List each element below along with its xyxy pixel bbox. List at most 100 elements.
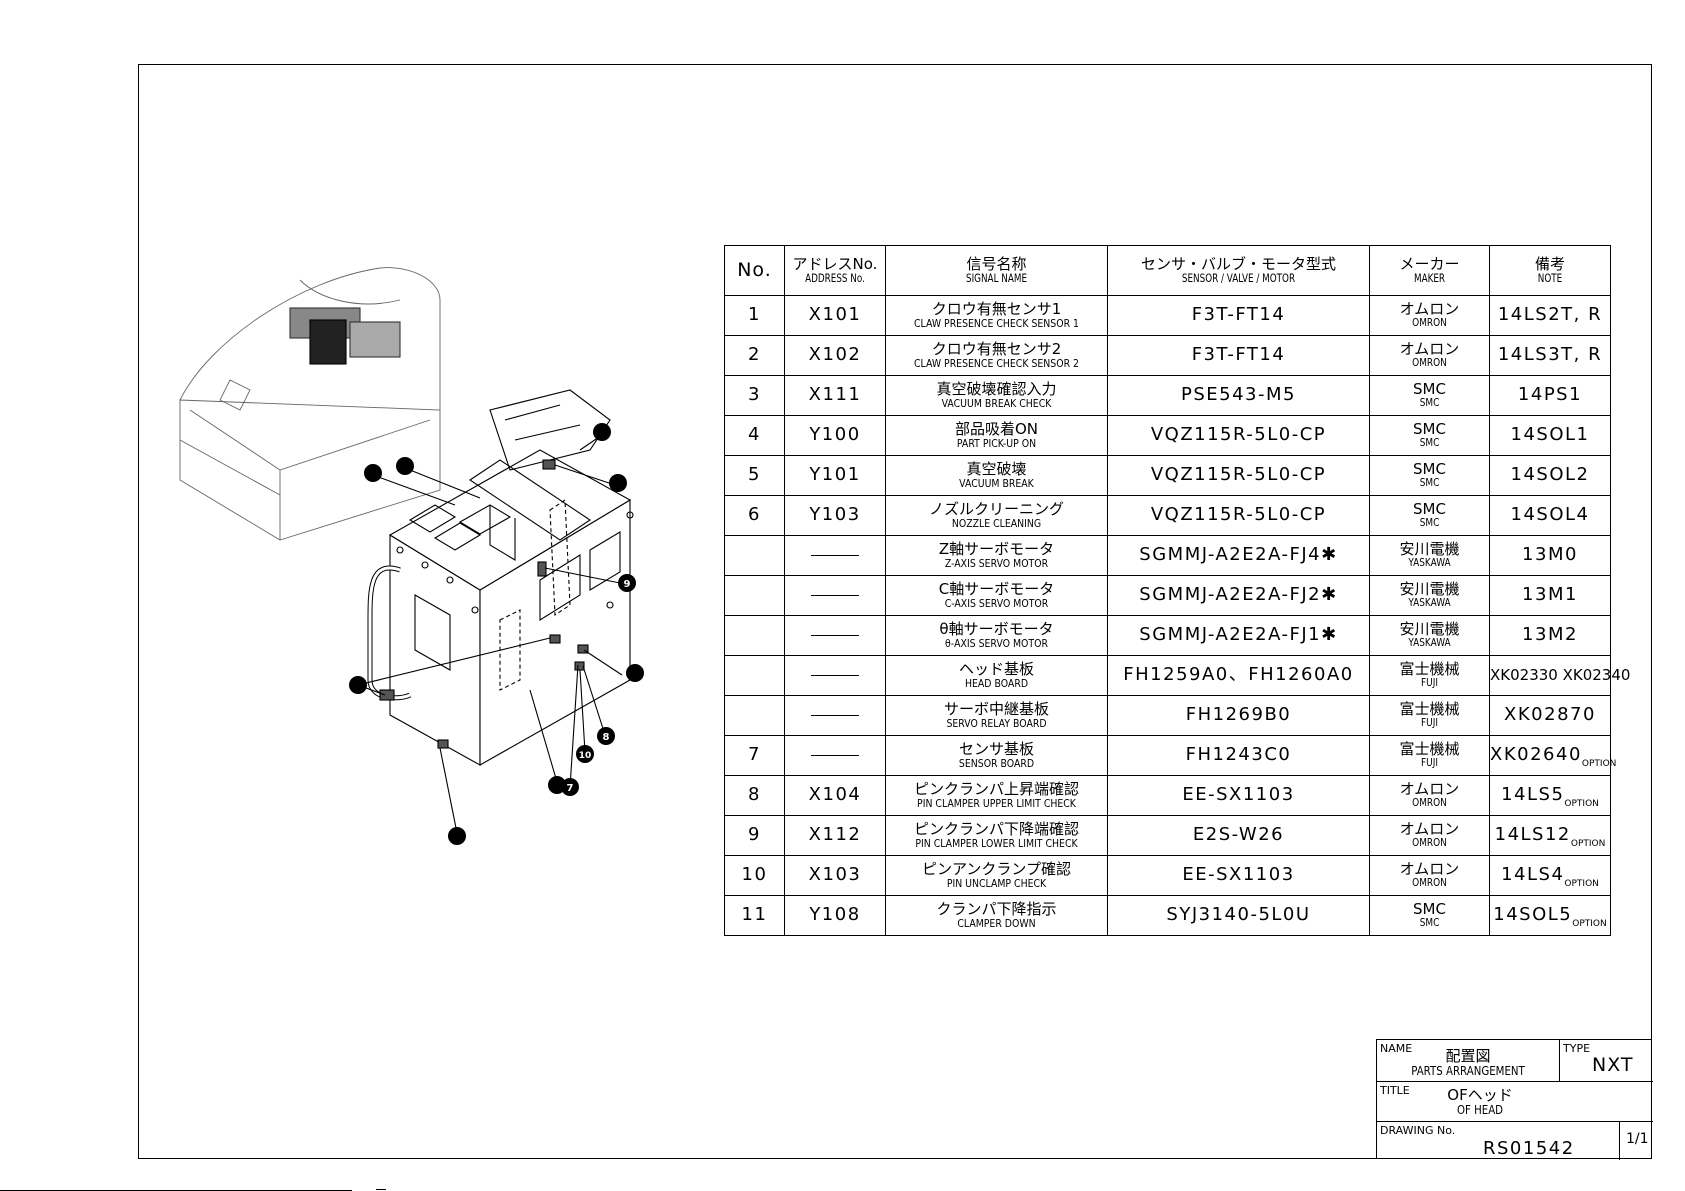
cell-address: X102 [784, 335, 886, 376]
cell-model: SGMMJ-A2E2A-FJ1✱ [1107, 615, 1370, 656]
cell-address [784, 575, 886, 616]
sheet-cell: 1/1 [1620, 1122, 1653, 1160]
cell-address: Y108 [784, 895, 886, 936]
cell-no [724, 615, 785, 656]
cell-note: 13M1 [1489, 575, 1611, 616]
head-body [357, 389, 634, 834]
callout-9-label: 9 [624, 579, 631, 590]
cell-address: X112 [784, 815, 886, 856]
option-tag: OPTION [1570, 839, 1606, 850]
callout-9: 9 [618, 574, 636, 592]
machine-overview [179, 267, 441, 541]
cell-note: 14SOL5OPTION [1489, 895, 1611, 936]
cell-note: XK02640OPTION [1489, 735, 1616, 776]
cell-address: X103 [784, 855, 886, 896]
cell-note: 14LS5OPTION [1489, 775, 1611, 816]
drawing-frame [138, 64, 1652, 1159]
cell-note: 13M0 [1489, 535, 1611, 576]
cell-model: EE-SX1103 [1107, 775, 1370, 816]
cell-address: Y100 [784, 415, 886, 456]
address-value: Y101 [809, 464, 861, 486]
cell-note: 14LS12OPTION [1489, 815, 1611, 856]
cell-model: VQZ115R-5L0-CP [1107, 455, 1370, 496]
cell-no: 10 [724, 855, 785, 896]
cell-no: 3 [724, 375, 785, 416]
drawing-no-cell: DRAWING No. RS01542 [1377, 1122, 1620, 1160]
cell-note: 14SOL2 [1489, 455, 1611, 496]
cell-note: 13M2 [1489, 615, 1611, 656]
name-jp: 配置図 [1445, 1047, 1491, 1065]
cell-model: FH1243C0 [1107, 735, 1370, 776]
name-en: PARTS ARRANGEMENT [1411, 1064, 1525, 1078]
callout-7: 7 [561, 778, 579, 796]
cell-note: 14LS4OPTION [1489, 855, 1611, 896]
bottom-mark [376, 1189, 386, 1190]
callout-8: 8 [597, 727, 615, 745]
option-tag: OPTION [1564, 879, 1599, 890]
cell-address: Y103 [784, 495, 886, 536]
type-value: NXT [1592, 1054, 1634, 1076]
drawing-no: RS01542 [1483, 1138, 1575, 1159]
title-cell: TITLE OFヘッド OF HEAD [1377, 1082, 1653, 1122]
name-label: NAME [1380, 1042, 1413, 1055]
cell-model: SYJ3140-5L0U [1107, 895, 1370, 936]
cell-no: 8 [724, 775, 785, 816]
cell-no [724, 575, 785, 616]
address-value: Y100 [809, 424, 861, 446]
sheet-number: 1/1 [1626, 1131, 1649, 1147]
cell-address: X101 [784, 295, 886, 336]
address-dash [811, 595, 859, 597]
cell-model: PSE543-M5 [1107, 375, 1370, 416]
name-cell: NAME 配置図 PARTS ARRANGEMENT [1377, 1040, 1560, 1082]
cell-note: XK02870 [1489, 695, 1611, 736]
cell-address: X104 [784, 775, 886, 816]
cell-no: 4 [724, 415, 785, 456]
cell-note: 14SOL1 [1489, 415, 1611, 456]
callout-10-label: 10 [579, 751, 592, 761]
option-tag: OPTION [1581, 759, 1617, 770]
address-dash [811, 715, 859, 717]
address-dash [811, 755, 859, 757]
address-value: Y108 [809, 904, 861, 926]
cell-model: FH1259A0、FH1260A0 [1107, 655, 1370, 696]
cell-no: 5 [724, 455, 785, 496]
cell-model: SGMMJ-A2E2A-FJ2✱ [1107, 575, 1370, 616]
cell-no: 1 [724, 295, 785, 336]
address-value: X102 [808, 344, 862, 366]
address-value: X112 [808, 824, 862, 846]
type-cell: TYPE NXT [1560, 1040, 1653, 1082]
